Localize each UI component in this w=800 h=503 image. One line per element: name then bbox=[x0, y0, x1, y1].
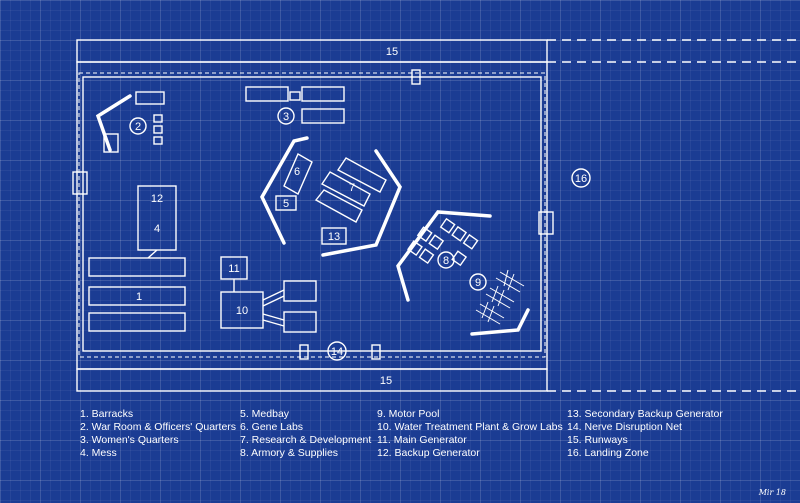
landing-zone-label: 16 bbox=[575, 173, 587, 185]
legend-item: 7. Research & Development bbox=[240, 434, 372, 446]
legend-item: 1. Barracks bbox=[80, 408, 134, 420]
central-complex bbox=[260, 136, 402, 257]
main-generator-label: 11 bbox=[228, 263, 239, 275]
runway-top-label: 15 bbox=[386, 46, 398, 58]
landing-zone: 16 bbox=[571, 168, 591, 188]
perimeter-gates bbox=[72, 69, 554, 360]
barracks-label: 1 bbox=[136, 291, 142, 303]
legend-item: 15. Runways bbox=[567, 434, 628, 446]
base-blueprint: 15 15 2 3 12 bbox=[72, 39, 800, 392]
nerve-disruption-net-label: 14 bbox=[331, 346, 343, 358]
map-legend: 1. Barracks 2. War Room & Officers' Quar… bbox=[80, 408, 780, 460]
legend-item: 9. Motor Pool bbox=[377, 408, 440, 420]
gene-labs-label: 6 bbox=[294, 166, 300, 178]
armory-label: 8 bbox=[443, 255, 449, 267]
research-label: 7 bbox=[349, 182, 355, 194]
gene-labs: 6 bbox=[283, 153, 313, 195]
armory-supplies: 8 bbox=[396, 210, 492, 302]
legend-item: 13. Secondary Backup Generator bbox=[567, 408, 723, 420]
perimeter-wall bbox=[76, 61, 548, 370]
research-development: 7 bbox=[314, 157, 387, 223]
legend-item: 4. Mess bbox=[80, 447, 117, 459]
legend-item: 11. Main Generator bbox=[377, 434, 467, 446]
runway-bottom-label: 15 bbox=[380, 375, 392, 387]
legend-item: 6. Gene Labs bbox=[240, 421, 304, 433]
legend-item: 12. Backup Generator bbox=[377, 447, 480, 459]
motor-pool-label: 9 bbox=[475, 277, 481, 289]
legend-column-1: 1. Barracks 2. War Room & Officers' Quar… bbox=[80, 408, 240, 460]
legend-item: 8. Armory & Supplies bbox=[240, 447, 339, 459]
mess-and-backup-generator: 12 4 bbox=[137, 185, 177, 259]
legend-item: 3. Women's Quarters bbox=[80, 434, 179, 446]
artist-signature: Mir 18 bbox=[758, 488, 786, 497]
secondary-backup-generator-label: 13 bbox=[328, 231, 340, 243]
legend-column-4: 13. Secondary Backup Generator 14. Nerve… bbox=[567, 408, 757, 460]
runway-bottom: 15 bbox=[76, 368, 800, 392]
barracks: 1 bbox=[88, 257, 186, 332]
legend-item: 16. Landing Zone bbox=[567, 447, 649, 459]
mess-label: 4 bbox=[154, 223, 160, 235]
legend-item: 5. Medbay bbox=[240, 408, 290, 420]
main-generator: 11 bbox=[220, 256, 248, 292]
medbay: 5 bbox=[275, 195, 297, 211]
water-treatment-label: 10 bbox=[236, 305, 248, 317]
legend-item: 14. Nerve Disruption Net bbox=[567, 421, 682, 433]
womens-quarters: 3 bbox=[245, 86, 345, 125]
legend-item: 10. Water Treatment Plant & Grow Labs bbox=[377, 421, 563, 433]
backup-generator-label: 12 bbox=[151, 193, 163, 205]
womens-quarters-label: 3 bbox=[283, 111, 289, 123]
war-room: 2 bbox=[95, 91, 165, 153]
legend-column-2: 5. Medbay 6. Gene Labs 7. Research & Dev… bbox=[240, 408, 377, 460]
runway-top: 15 bbox=[76, 39, 800, 63]
nerve-disruption-net: 14 bbox=[327, 341, 347, 361]
water-treatment-plant: 10 bbox=[220, 280, 317, 333]
motor-pool: 9 bbox=[469, 269, 530, 336]
legend-column-3: 9. Motor Pool 10. Water Treatment Plant … bbox=[377, 408, 567, 460]
secondary-backup-generator: 13 bbox=[321, 227, 347, 245]
war-room-label: 2 bbox=[135, 121, 141, 133]
medbay-label: 5 bbox=[283, 198, 289, 210]
legend-item: 2. War Room & Officers' Quarters bbox=[80, 421, 237, 433]
